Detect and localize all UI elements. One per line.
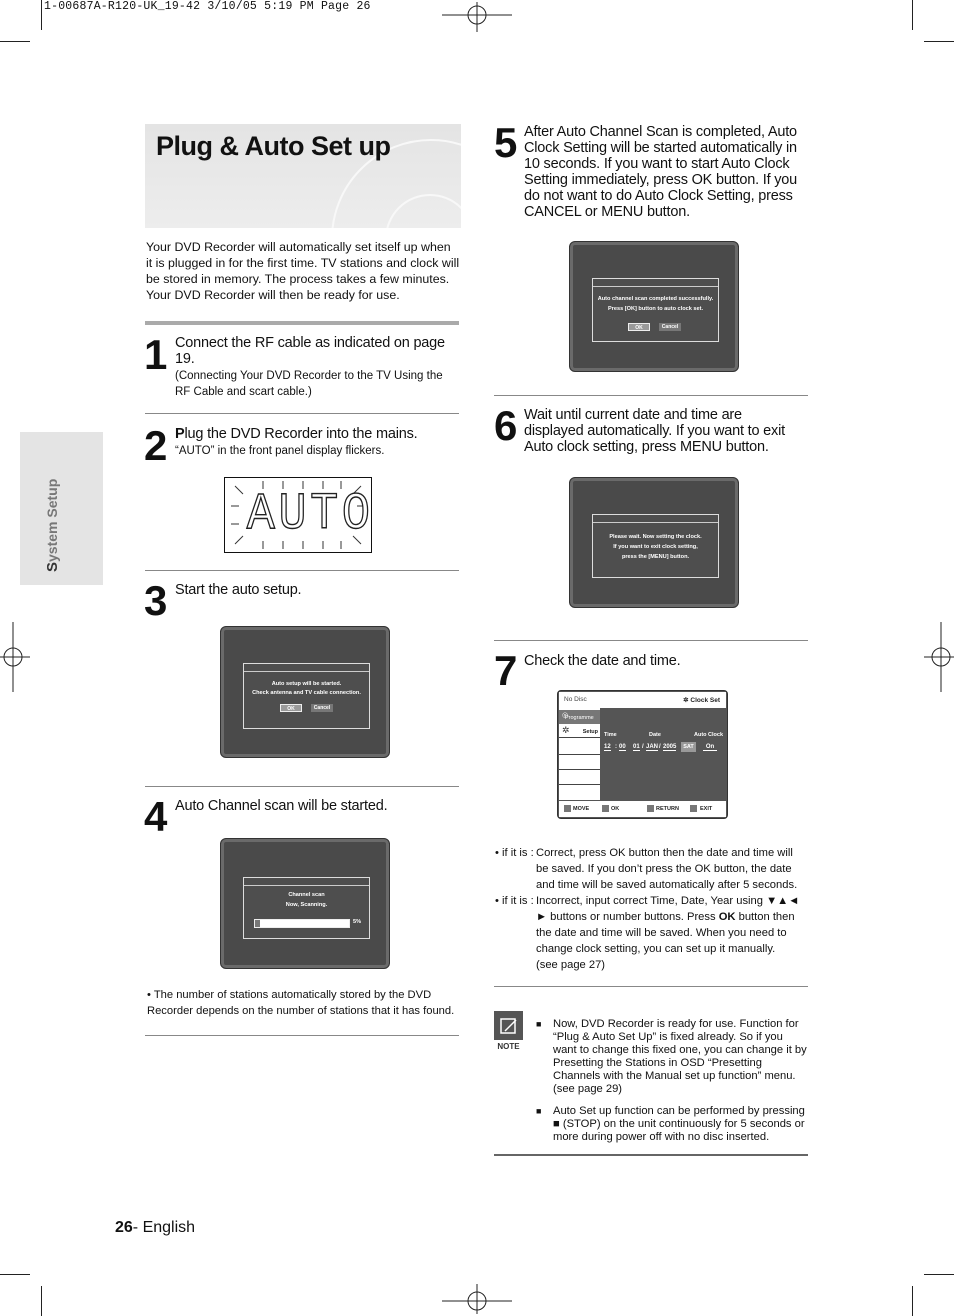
- cancel-button[interactable]: Cancel: [311, 704, 333, 712]
- autosetup-dialog: Auto setup will be started. Check antenn…: [243, 663, 370, 729]
- step-text: Connect the RF cable as indicated on pag…: [175, 335, 445, 367]
- divider: [494, 986, 808, 987]
- step4-note: • The number of stations automatically s…: [147, 989, 455, 1017]
- step-subtext: (Connecting Your DVD Recorder to the TV …: [175, 370, 443, 398]
- title-banner: Plug & Auto Set up: [145, 124, 461, 228]
- crop-mark: [0, 41, 30, 42]
- note-incorrect: Incorrect, input correct Time, Date, Yea…: [536, 895, 800, 971]
- scan-complete-dialog: Auto channel scan completed successfully…: [592, 278, 719, 342]
- section-side-tab: System Setup: [20, 432, 103, 585]
- divider: [494, 395, 808, 396]
- clock-set-osd: No Disc ✲ Clock Set ◎ Programme ✲ Setup …: [557, 690, 728, 819]
- crop-mark: [912, 0, 913, 30]
- date-month[interactable]: JAN: [646, 744, 659, 751]
- step-number: 6: [494, 402, 517, 449]
- footer-language: - English: [132, 1219, 196, 1236]
- time-minute[interactable]: 00: [619, 744, 626, 751]
- return-icon: [647, 805, 654, 812]
- note-label: NOTE: [497, 1042, 520, 1051]
- step-number: 4: [144, 793, 167, 840]
- step-text: After Auto Channel Scan is completed, Au…: [524, 124, 798, 220]
- divider: [145, 321, 459, 325]
- divider: [145, 786, 459, 787]
- step-number: 3: [144, 577, 167, 624]
- date-day[interactable]: 01: [633, 744, 640, 751]
- registration-mark: [442, 2, 512, 32]
- divider: [145, 413, 459, 414]
- disc-status: No Disc: [564, 696, 587, 703]
- divider: [145, 1035, 459, 1036]
- note-bullet-icon: ■: [536, 1019, 542, 1029]
- exit-icon: [690, 805, 697, 812]
- osd-sidebar: ◎ Programme ✲ Setup: [559, 708, 600, 800]
- crop-mark: [0, 1274, 30, 1275]
- page-title: Plug & Auto Set up: [156, 131, 391, 161]
- side-tab-label: System Setup: [44, 478, 61, 572]
- step-text: Start the auto setup.: [175, 582, 302, 598]
- print-slug: 1-00687A-R120-UK_19-42 3/10/05 5:19 PM P…: [44, 0, 371, 13]
- step-number: 5: [494, 119, 517, 166]
- page-footer: 26- English: [115, 1219, 195, 1237]
- registration-mark: [924, 622, 954, 692]
- step-text: Plug the DVD Recorder into the mains.: [175, 426, 418, 442]
- clock-set-label: ✲ Clock Set: [683, 697, 720, 704]
- osd-menu-programme[interactable]: ◎ Programme: [559, 710, 600, 724]
- tv-screen-scan-complete: Auto channel scan completed successfully…: [569, 241, 739, 372]
- step-text: Wait until current date and time are dis…: [524, 407, 785, 455]
- crop-mark: [924, 1274, 954, 1275]
- crop-mark: [41, 1286, 42, 1316]
- programme-icon: ◎: [562, 712, 569, 719]
- scan-progress-fill: [255, 920, 260, 927]
- registration-mark: [0, 622, 30, 692]
- note-item: Auto Set up function can be performed by…: [553, 1105, 805, 1143]
- tv-screen-channel-scan: Channel scan Now, Scanning. 5%: [220, 838, 390, 969]
- crop-mark: [912, 1286, 913, 1316]
- note-item: Now, DVD Recorder is ready for use. Func…: [553, 1018, 807, 1095]
- step-number: 1: [144, 331, 167, 378]
- front-panel-text: AUTO: [246, 485, 374, 544]
- step-number: 2: [144, 422, 167, 469]
- ok-button[interactable]: OK: [628, 323, 650, 331]
- tv-screen-clock-setting: Please wait. Now setting the clock. If y…: [569, 477, 739, 608]
- front-panel-rays: [231, 481, 365, 549]
- step-number: 7: [494, 647, 517, 694]
- note-pencil-icon: [494, 1011, 523, 1040]
- step-text: Check the date and time.: [524, 653, 681, 669]
- divider: [494, 1154, 808, 1156]
- clock-setting-dialog: Please wait. Now setting the clock. If y…: [592, 514, 719, 578]
- crop-mark: [41, 0, 42, 30]
- cancel-button[interactable]: Cancel: [659, 323, 681, 331]
- front-panel-display: AUTO: [224, 477, 372, 553]
- auto-clock-value[interactable]: On: [703, 744, 717, 751]
- scan-progress-bar: [254, 919, 350, 928]
- ok-button[interactable]: OK: [280, 704, 302, 712]
- osd-top-bar: No Disc ✲ Clock Set: [559, 692, 726, 708]
- move-icon: [564, 805, 571, 812]
- note-bullet-icon: ■: [536, 1106, 542, 1116]
- intro-paragraph: Your DVD Recorder will automatically set…: [146, 240, 460, 302]
- scan-dialog: Channel scan Now, Scanning. 5%: [243, 877, 370, 939]
- note-prefix: • if it is :: [495, 895, 534, 907]
- registration-mark: [442, 1284, 512, 1314]
- note-prefix: • if it is :: [495, 847, 534, 859]
- osd-menu-setup[interactable]: ✲ Setup: [559, 725, 600, 738]
- page-number: 26: [115, 1219, 133, 1236]
- note-correct: Correct, press OK button then the date a…: [536, 847, 798, 891]
- osd-content: Time Date Auto Clock 12 : 00 01 / JAN / …: [602, 708, 727, 800]
- divider: [145, 570, 459, 571]
- step-text: Auto Channel scan will be started.: [175, 798, 388, 814]
- gear-icon: ✲: [562, 725, 570, 735]
- divider: [494, 640, 808, 641]
- osd-bottom-bar: MOVE OK RETURN EXIT: [559, 801, 726, 817]
- scan-percent: 5%: [353, 919, 362, 925]
- date-year[interactable]: 2005: [663, 744, 677, 751]
- step-subtext: “AUTO” in the front panel display flicke…: [175, 445, 385, 457]
- tv-screen-autosetup: Auto setup will be started. Check antenn…: [220, 626, 390, 758]
- day-of-week: SAT: [681, 742, 696, 752]
- crop-mark: [924, 41, 954, 42]
- ok-icon: [602, 805, 609, 812]
- time-hour[interactable]: 12: [604, 744, 611, 751]
